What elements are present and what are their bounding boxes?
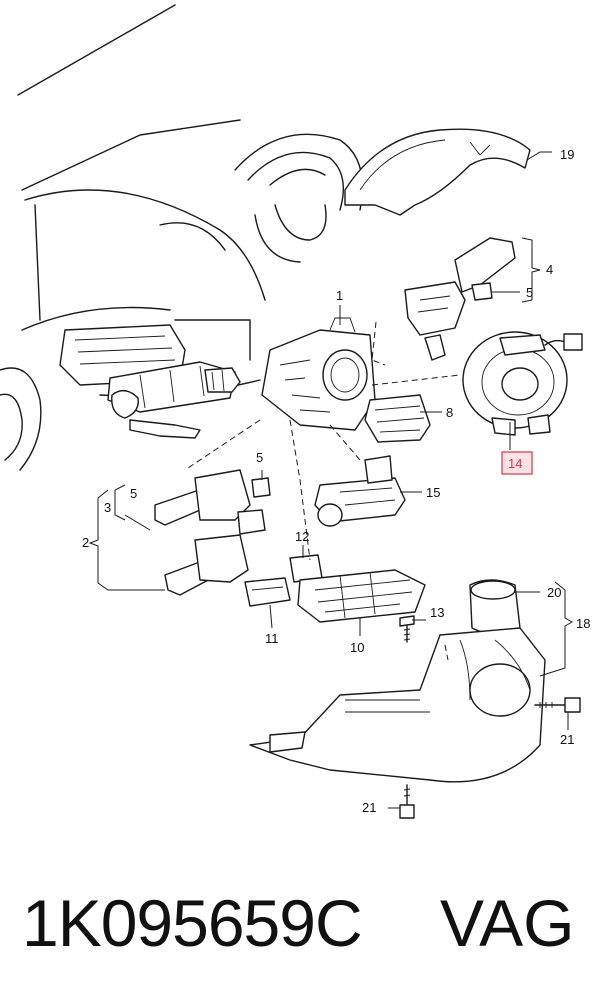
callout-4: 4 — [546, 262, 553, 277]
callout-5-wiper: 5 — [526, 285, 533, 300]
part-15-ignition-lock — [314, 455, 406, 527]
part-4-wiper-switch — [404, 237, 516, 361]
callout-20: 20 — [547, 585, 561, 600]
part-20-trim-ring — [469, 579, 521, 635]
part-8-control-module — [364, 394, 431, 443]
callout-5-indicator: 5 — [130, 486, 137, 501]
callout-19: 19 — [560, 147, 574, 162]
callout-1: 1 — [336, 288, 343, 303]
caption-bar: 1K095659C VAG — [0, 868, 600, 978]
callout-18: 18 — [576, 616, 590, 631]
callout-labels: 19 4 5 1 8 14 15 5 5 3 2 12 11 10 13 20 … — [82, 147, 590, 815]
part-19-upper-trim — [344, 128, 531, 216]
part-11-connector — [244, 577, 291, 607]
assembly-lines — [184, 321, 461, 661]
callout-2: 2 — [82, 535, 89, 550]
leader-lines — [88, 151, 574, 809]
callout-14: 14 — [508, 456, 522, 471]
callout-5-lever: 5 — [256, 450, 263, 465]
callout-21-right: 21 — [560, 732, 574, 747]
callout-8: 8 — [446, 405, 453, 420]
callout-14-highlight — [501, 451, 533, 475]
part-1-switch-housing — [261, 317, 376, 431]
part-14-clock-spring — [462, 331, 583, 436]
part-3-turn-signal-lever — [154, 469, 266, 535]
part-number: 1K095659C — [22, 886, 363, 960]
callout-13: 13 — [430, 605, 444, 620]
part-13-screw — [399, 615, 415, 643]
part-21-screw-upper — [534, 697, 581, 713]
brand-name: VAG — [440, 886, 575, 960]
part-21-screw-lower — [399, 784, 415, 819]
part-5-lever-connector — [251, 477, 271, 498]
lower-column-trim — [249, 627, 546, 783]
part-10-control-unit — [297, 569, 426, 623]
steering-column — [59, 324, 241, 439]
callout-11: 11 — [265, 631, 279, 646]
callout-12: 12 — [295, 529, 309, 544]
callout-10: 10 — [350, 640, 364, 655]
callout-21-bottom: 21 — [362, 800, 376, 815]
callout-3: 3 — [104, 500, 111, 515]
exploded-parts-diagram: 19 4 5 1 8 14 15 5 5 3 2 12 11 10 13 20 … — [0, 4, 590, 819]
part-2-cruise-lever — [164, 534, 249, 596]
callout-15: 15 — [426, 485, 440, 500]
